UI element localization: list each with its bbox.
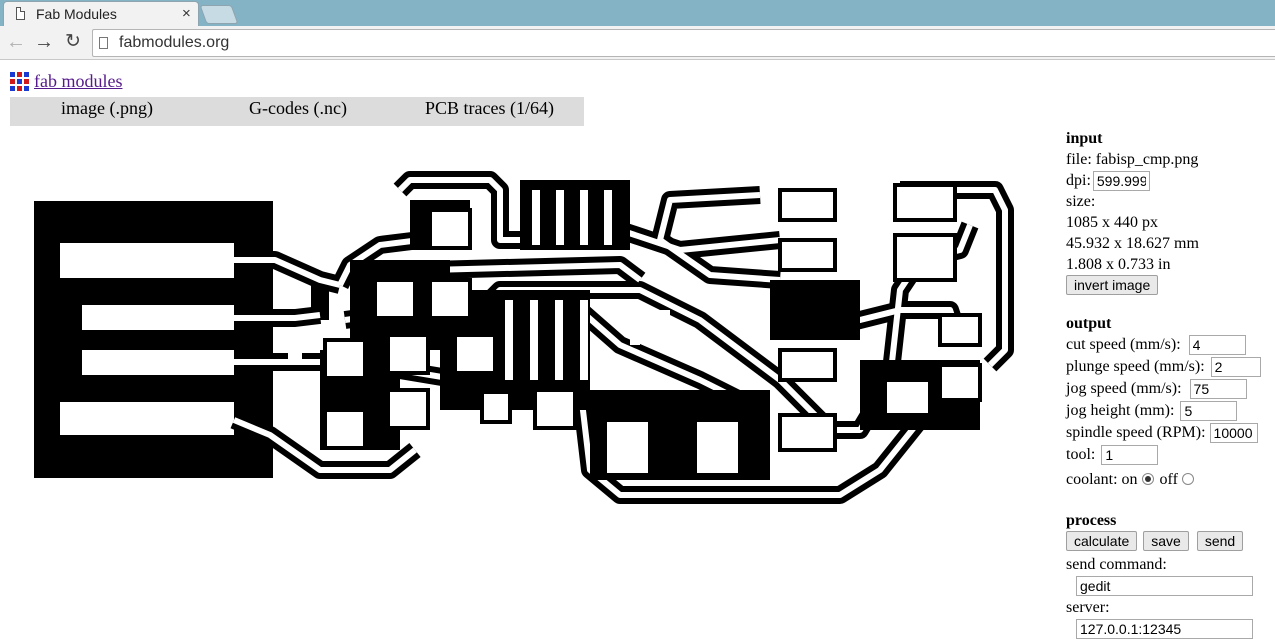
- logo-square: [10, 79, 15, 84]
- coolant-off-label: off: [1159, 471, 1178, 488]
- module-menu-bar: image (.png) G-codes (.nc) PCB traces (1…: [10, 97, 584, 126]
- jog-height-input[interactable]: [1180, 401, 1238, 422]
- browser-tab[interactable]: Fab Modules ×: [3, 1, 199, 27]
- browser-toolbar: ← → ↻ fabmodules.org: [0, 26, 1275, 60]
- logo-square: [17, 72, 22, 77]
- jog-speed-input[interactable]: [1189, 379, 1247, 400]
- url-text: fabmodules.org: [119, 34, 230, 51]
- jog-height-label: jog height (mm):: [1066, 402, 1175, 419]
- menu-item-image-png[interactable]: image (.png): [61, 98, 153, 118]
- tab-title: Fab Modules: [36, 6, 117, 22]
- fab-logo-icon: [10, 72, 30, 92]
- size-in: 1.808 x 0.733 in: [1066, 256, 1171, 273]
- logo-square: [24, 72, 29, 77]
- calculate-button[interactable]: calculate: [1066, 531, 1138, 551]
- page-icon: [99, 37, 108, 49]
- plunge-speed-label: plunge speed (mm/s):: [1066, 358, 1205, 375]
- new-tab-button[interactable]: [199, 5, 239, 24]
- size-mm: 45.932 x 18.627 mm: [1066, 235, 1199, 252]
- forward-arrow-icon[interactable]: →: [34, 31, 54, 53]
- spindle-speed-input[interactable]: [1209, 423, 1258, 444]
- tool-input[interactable]: [1101, 445, 1159, 466]
- dpi-label: dpi:: [1066, 172, 1091, 189]
- tab-close-icon[interactable]: ×: [182, 5, 191, 22]
- coolant-on-radio[interactable]: [1141, 473, 1154, 485]
- pcb-image: [34, 171, 1014, 504]
- reload-icon[interactable]: ↻: [65, 31, 81, 52]
- jog-speed-label: jog speed (mm/s):: [1066, 380, 1182, 397]
- logo-square: [24, 86, 29, 91]
- send-command-input[interactable]: [1076, 576, 1253, 597]
- menu-item-gcodes-nc[interactable]: G-codes (.nc): [249, 98, 347, 118]
- logo-square: [17, 79, 22, 84]
- menu-item-pcb-traces[interactable]: PCB traces (1/64): [425, 98, 554, 118]
- output-heading: output: [1066, 315, 1112, 332]
- logo-square: [24, 79, 29, 84]
- file-label: file: fabisp_cmp.png: [1066, 151, 1199, 168]
- back-arrow-icon[interactable]: ←: [6, 31, 26, 53]
- address-bar[interactable]: fabmodules.org: [92, 29, 1275, 57]
- fab-modules-link[interactable]: fab modules: [34, 71, 123, 91]
- cut-speed-label: cut speed (mm/s):: [1066, 336, 1181, 353]
- save-button[interactable]: save: [1143, 531, 1189, 551]
- spindle-speed-label: spindle speed (RPM):: [1066, 424, 1206, 441]
- size-label: size:: [1066, 193, 1096, 210]
- send-button[interactable]: send: [1196, 531, 1244, 551]
- process-heading: process: [1066, 512, 1117, 529]
- send-command-label: send command:: [1066, 556, 1167, 573]
- logo-square: [17, 86, 22, 91]
- cut-speed-input[interactable]: [1188, 335, 1246, 356]
- invert-image-button[interactable]: invert image: [1066, 275, 1159, 295]
- plunge-speed-input[interactable]: [1210, 357, 1261, 378]
- input-heading: input: [1066, 130, 1103, 147]
- browser-titlebar: Fab Modules ×: [0, 0, 1275, 27]
- settings-panel: input file: fabisp_cmp.png dpi: size: 10…: [1066, 128, 1261, 640]
- dpi-input[interactable]: [1092, 171, 1150, 192]
- server-label: server:: [1066, 599, 1110, 616]
- size-px: 1085 x 440 px: [1066, 214, 1158, 231]
- coolant-label: coolant: on: [1066, 471, 1138, 488]
- tool-label: tool:: [1066, 446, 1096, 463]
- coolant-off-radio[interactable]: [1181, 473, 1194, 485]
- server-input[interactable]: [1076, 619, 1253, 640]
- logo-square: [10, 72, 15, 77]
- logo-square: [10, 86, 15, 91]
- page-icon: [16, 7, 25, 20]
